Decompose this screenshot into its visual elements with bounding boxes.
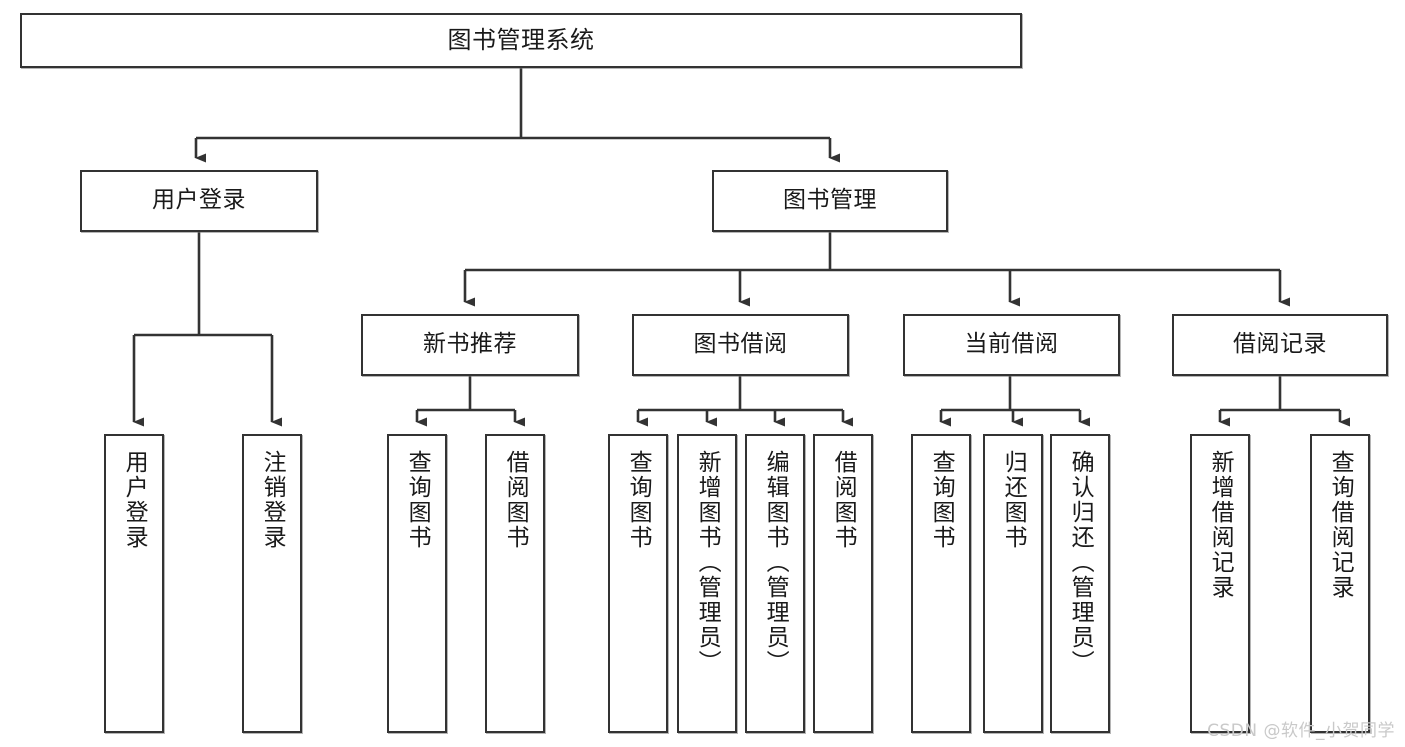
node-current-borrow-label: 当前借阅 (964, 331, 1059, 358)
leaf-user-login-label: 用户登录 (121, 450, 148, 550)
leaf-query-book-borrow[interactable]: 查询图书 (608, 434, 668, 733)
node-user-login-label: 用户登录 (152, 187, 246, 214)
leaf-return-book-label: 归还图书 (1000, 450, 1027, 550)
leaf-query-book-borrow-label: 查询图书 (625, 450, 652, 550)
node-new-book-recommend[interactable]: 新书推荐 (361, 314, 579, 376)
leaf-query-book-rec-label: 查询图书 (404, 450, 431, 550)
node-current-borrow[interactable]: 当前借阅 (903, 314, 1120, 376)
leaf-query-record[interactable]: 查询借阅记录 (1310, 434, 1370, 733)
leaf-query-book-cur[interactable]: 查询图书 (911, 434, 971, 733)
leaf-return-book[interactable]: 归还图书 (983, 434, 1043, 733)
node-book-borrow[interactable]: 图书借阅 (632, 314, 849, 376)
node-book-manage[interactable]: 图书管理 (712, 170, 948, 232)
watermark-text: CSDN @软件_小贺同学 (1207, 721, 1395, 741)
leaf-edit-book[interactable]: 编辑图书（管理员） (745, 434, 805, 733)
leaf-edit-book-label: 编辑图书（管理员） (762, 450, 789, 675)
node-borrow-record[interactable]: 借阅记录 (1172, 314, 1388, 376)
leaf-borrow-book-label: 借阅图书 (830, 450, 857, 550)
node-root-label: 图书管理系统 (447, 26, 595, 55)
leaf-confirm-return-label: 确认归还（管理员） (1067, 450, 1094, 675)
node-book-borrow-label: 图书借阅 (693, 331, 788, 358)
leaf-add-record[interactable]: 新增借阅记录 (1190, 434, 1250, 733)
leaf-add-book-label: 新增图书（管理员） (694, 450, 721, 675)
leaf-borrow-book[interactable]: 借阅图书 (813, 434, 873, 733)
leaf-borrow-book-rec[interactable]: 借阅图书 (485, 434, 545, 733)
leaf-user-logout-label: 注销登录 (259, 450, 286, 550)
leaf-query-book-cur-label: 查询图书 (928, 450, 955, 550)
leaf-borrow-book-rec-label: 借阅图书 (502, 450, 529, 550)
node-user-login[interactable]: 用户登录 (80, 170, 318, 232)
leaf-add-book[interactable]: 新增图书（管理员） (677, 434, 737, 733)
leaf-user-login[interactable]: 用户登录 (104, 434, 164, 733)
node-book-manage-label: 图书管理 (783, 187, 877, 214)
leaf-user-logout[interactable]: 注销登录 (242, 434, 302, 733)
leaf-query-book-rec[interactable]: 查询图书 (387, 434, 447, 733)
leaf-confirm-return[interactable]: 确认归还（管理员） (1050, 434, 1110, 733)
leaf-add-record-label: 新增借阅记录 (1207, 450, 1234, 600)
node-root[interactable]: 图书管理系统 (20, 13, 1022, 68)
leaf-query-record-label: 查询借阅记录 (1327, 450, 1354, 600)
node-borrow-record-label: 借阅记录 (1233, 331, 1327, 358)
node-new-book-recommend-label: 新书推荐 (423, 331, 517, 358)
